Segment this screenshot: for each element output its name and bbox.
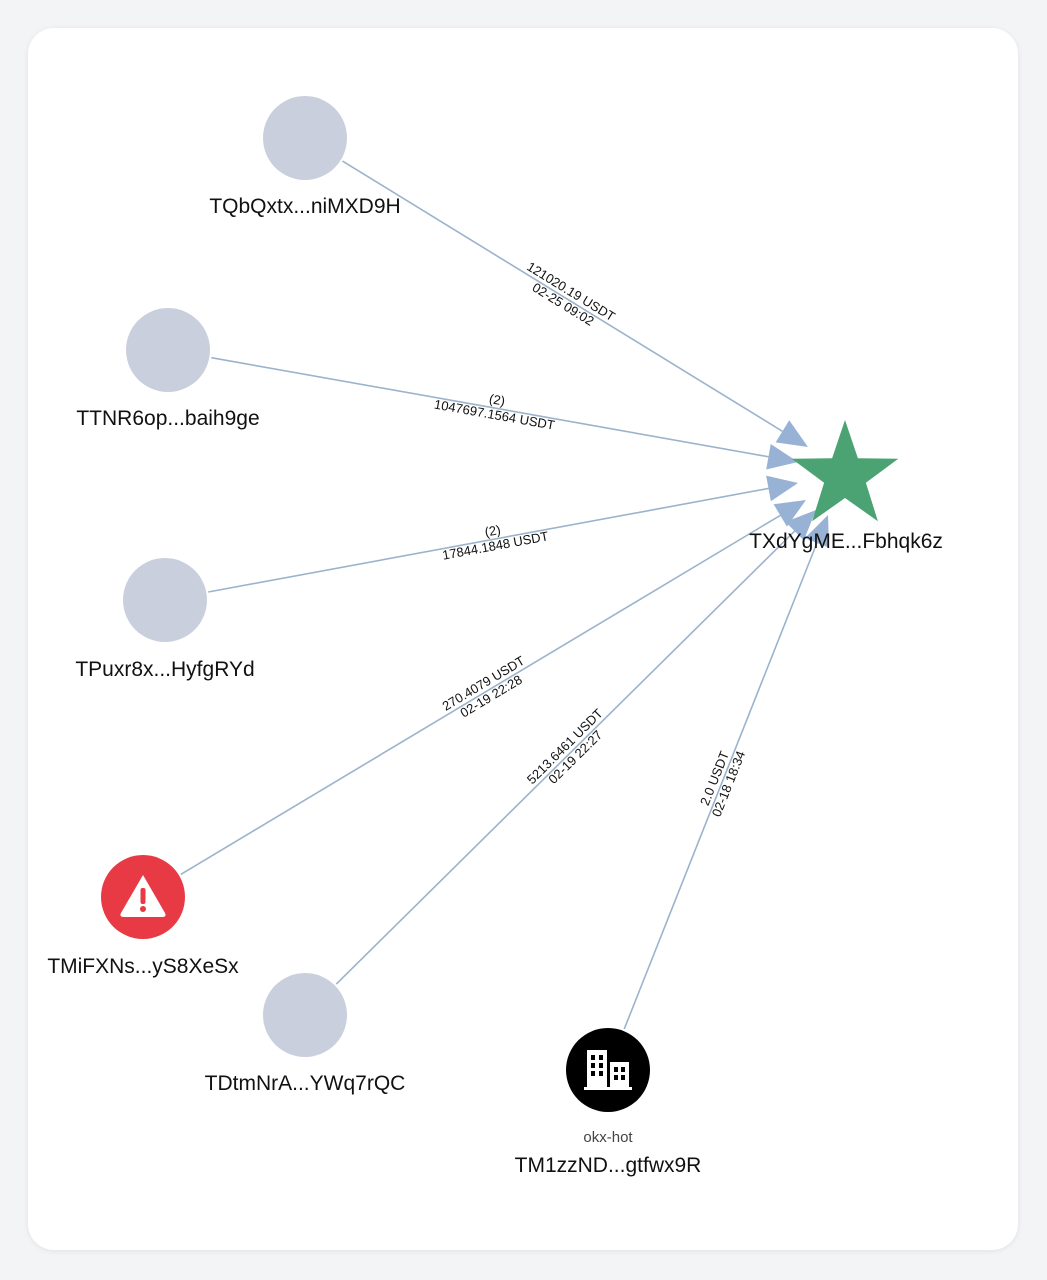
edge-line[interactable] bbox=[180, 514, 781, 876]
star-icon bbox=[791, 420, 899, 522]
edge-label: (2)1047697.1564 USDT bbox=[433, 391, 556, 433]
building-icon bbox=[584, 1050, 632, 1090]
edge-line[interactable] bbox=[335, 530, 796, 985]
arrow-head-icon bbox=[766, 443, 798, 470]
edge-line[interactable] bbox=[623, 542, 818, 1030]
edge-amount-label: (2) bbox=[483, 522, 501, 540]
warning-icon bbox=[120, 875, 166, 917]
node-address-label: TTNR6op...baih9ge bbox=[76, 407, 259, 430]
arrow-head-icon bbox=[775, 420, 808, 447]
arrow-head-icon bbox=[766, 475, 798, 502]
plain-node-circle[interactable] bbox=[126, 308, 210, 392]
plain-node-circle[interactable] bbox=[263, 96, 347, 180]
node-n2[interactable]: TTNR6op...baih9ge bbox=[76, 308, 260, 430]
nodes: TXdYgME...Fbhqk6z TQbQxtx...niMXD9H TTNR6o… bbox=[47, 96, 943, 1177]
node-address-label: TQbQxtx...niMXD9H bbox=[209, 195, 400, 218]
plain-node-circle[interactable] bbox=[263, 973, 347, 1057]
plain-node-circle[interactable] bbox=[123, 558, 207, 642]
edge-line[interactable] bbox=[208, 487, 769, 593]
edge-line[interactable] bbox=[211, 356, 769, 458]
node-address-label: TMiFXNs...yS8XeSx bbox=[47, 955, 239, 978]
arrow-head-icon bbox=[804, 515, 830, 548]
node-n4[interactable]: TMiFXNs...yS8XeSx bbox=[47, 855, 239, 978]
node-address-label: TPuxr8x...HyfgRYd bbox=[75, 658, 254, 681]
edge-n3[interactable]: (2)17844.1848 USDT bbox=[208, 475, 798, 593]
node-n1[interactable]: TQbQxtx...niMXD9H bbox=[209, 96, 401, 218]
edge-n2[interactable]: (2)1047697.1564 USDT bbox=[211, 356, 798, 470]
graph-canvas bbox=[28, 28, 1018, 1250]
node-n3[interactable]: TPuxr8x...HyfgRYd bbox=[75, 558, 255, 681]
node-address-label: TM1zzND...gtfwx9R bbox=[515, 1154, 702, 1177]
edge-amount-label: (2) bbox=[488, 391, 506, 409]
exchange-node-circle[interactable] bbox=[566, 1028, 650, 1112]
node-n5[interactable]: TDtmNrA...YWq7rQC bbox=[205, 973, 406, 1095]
edge-label: (2)17844.1848 USDT bbox=[441, 522, 550, 563]
edge-line[interactable] bbox=[342, 160, 783, 432]
node-address-label: TDtmNrA...YWq7rQC bbox=[205, 1072, 406, 1095]
arrow-head-icon bbox=[773, 500, 806, 527]
arrow-head-icon bbox=[785, 510, 816, 541]
center-node-label: TXdYgME...Fbhqk6z bbox=[749, 530, 943, 553]
center-node[interactable]: TXdYgME...Fbhqk6z bbox=[749, 420, 943, 553]
node-tag-label: okx-hot bbox=[583, 1129, 633, 1146]
